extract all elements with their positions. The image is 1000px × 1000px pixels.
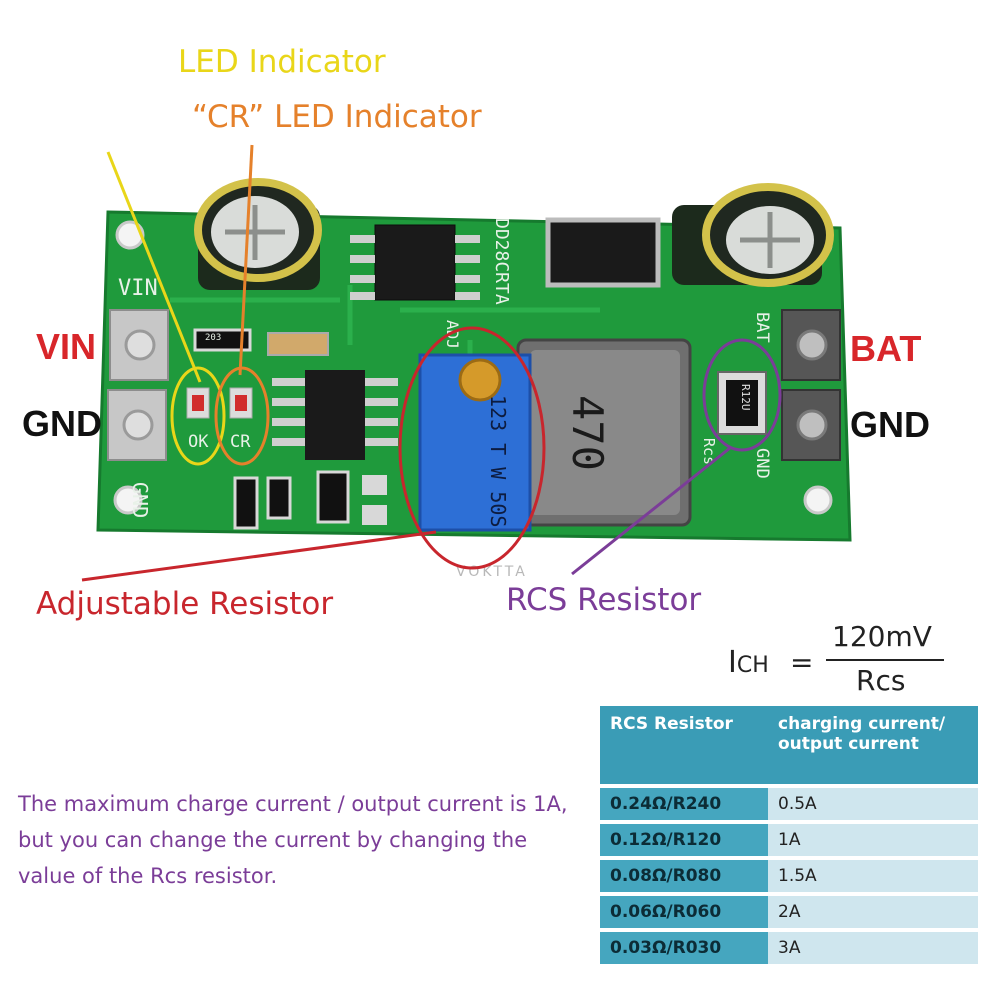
silk-203: 203	[205, 333, 222, 343]
formula-lhs: ICH	[728, 645, 769, 680]
mounting-hole	[113, 485, 143, 515]
silk-model: DD28CRTA	[491, 218, 512, 305]
pot-marking: 123 T W 50S	[486, 395, 510, 528]
resistor-203	[193, 328, 252, 352]
formula-equals: =	[790, 646, 814, 679]
rcs-table-header-current: charging current/ output current	[768, 706, 978, 784]
formula-numerator: 120mV	[832, 620, 932, 653]
description-text: The maximum charge current / output curr…	[18, 792, 568, 888]
driver-ic-middle	[305, 370, 365, 460]
rcs-resistor-label: RCS Resistor	[506, 582, 702, 618]
silk-ok: OK	[188, 432, 209, 452]
controller-ic-top	[374, 224, 456, 301]
rcs-table: RCS Resistor charging current/ output cu…	[600, 702, 978, 968]
rcs-value: 0.12Ω/R120	[600, 824, 768, 856]
rcs-value: 0.03Ω/R030	[600, 932, 768, 964]
silk-rcs: Rcs	[700, 438, 718, 466]
rcs-table-header-resistor: RCS Resistor	[600, 706, 768, 784]
silk-gnd: GND	[128, 482, 152, 519]
rcs-value: 0.06Ω/R060	[600, 896, 768, 928]
current-value: 1A	[768, 824, 978, 856]
silk-bat: BAT	[752, 312, 772, 343]
current-value: 3A	[768, 932, 978, 964]
current-value: 0.5A	[768, 788, 978, 820]
gnd-left-label: GND	[22, 403, 102, 444]
silk-cr: CR	[230, 432, 251, 452]
formula-subscript: CH	[736, 653, 769, 678]
formula-denominator: Rcs	[856, 664, 906, 697]
adjustable-resistor-label: Adjustable Resistor	[36, 586, 334, 622]
schottky-diode	[545, 217, 661, 288]
cr-led-indicator-label: “CR” LED Indicator	[192, 99, 482, 135]
formula-fraction-bar	[826, 659, 944, 661]
mounting-hole	[803, 485, 833, 515]
vin-label: VIN	[36, 326, 97, 367]
silk-adj: ADJ	[443, 320, 462, 349]
rcs-table-header-row: RCS Resistor charging current/ output cu…	[600, 706, 978, 784]
silk-vin: VIN	[118, 276, 158, 301]
current-value: 2A	[768, 896, 978, 928]
mounting-hole	[115, 220, 145, 250]
formula-i: I	[728, 645, 737, 680]
rcs-value: 0.08Ω/R080	[600, 860, 768, 892]
silk-gnd-right: GND	[752, 448, 772, 479]
gnd-right-label: GND	[850, 404, 930, 445]
bat-label: BAT	[850, 328, 922, 369]
inductor-marking: 470	[563, 395, 612, 471]
led-indicator-label: LED Indicator	[178, 44, 386, 80]
rcs-chip-marking: R12U	[739, 384, 752, 411]
rcs-value: 0.24Ω/R240	[600, 788, 768, 820]
watermark: VOKTTA	[456, 564, 528, 580]
current-value: 1.5A	[768, 860, 978, 892]
